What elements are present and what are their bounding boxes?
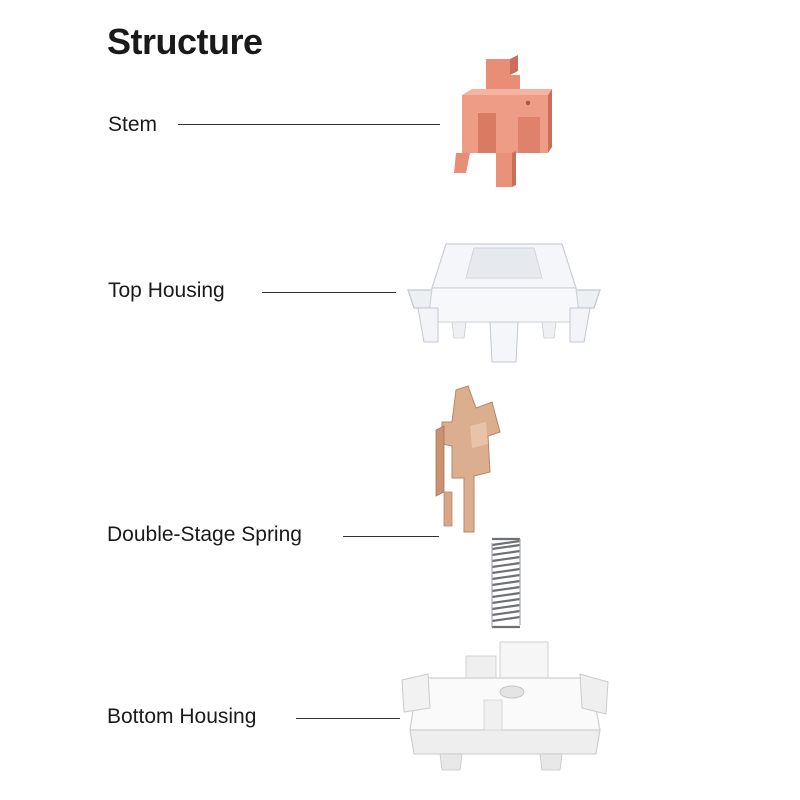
coil-spring-icon	[486, 535, 526, 633]
label-stem: Stem	[108, 113, 158, 136]
stem-icon	[448, 55, 560, 195]
label-top-housing: Top Housing	[108, 279, 225, 302]
leader-line-top-housing	[262, 292, 396, 293]
label-double-stage-spring: Double-Stage Spring	[107, 523, 302, 546]
leader-line-stem	[178, 124, 440, 125]
page-title: Structure	[107, 21, 263, 62]
leader-line-double-stage-spring	[343, 536, 439, 537]
top-housing-icon	[404, 238, 604, 366]
bottom-housing-icon	[400, 638, 612, 772]
leader-line-bottom-housing	[296, 718, 400, 719]
label-bottom-housing: Bottom Housing	[107, 705, 257, 728]
leaf-spring-icon	[430, 385, 510, 533]
